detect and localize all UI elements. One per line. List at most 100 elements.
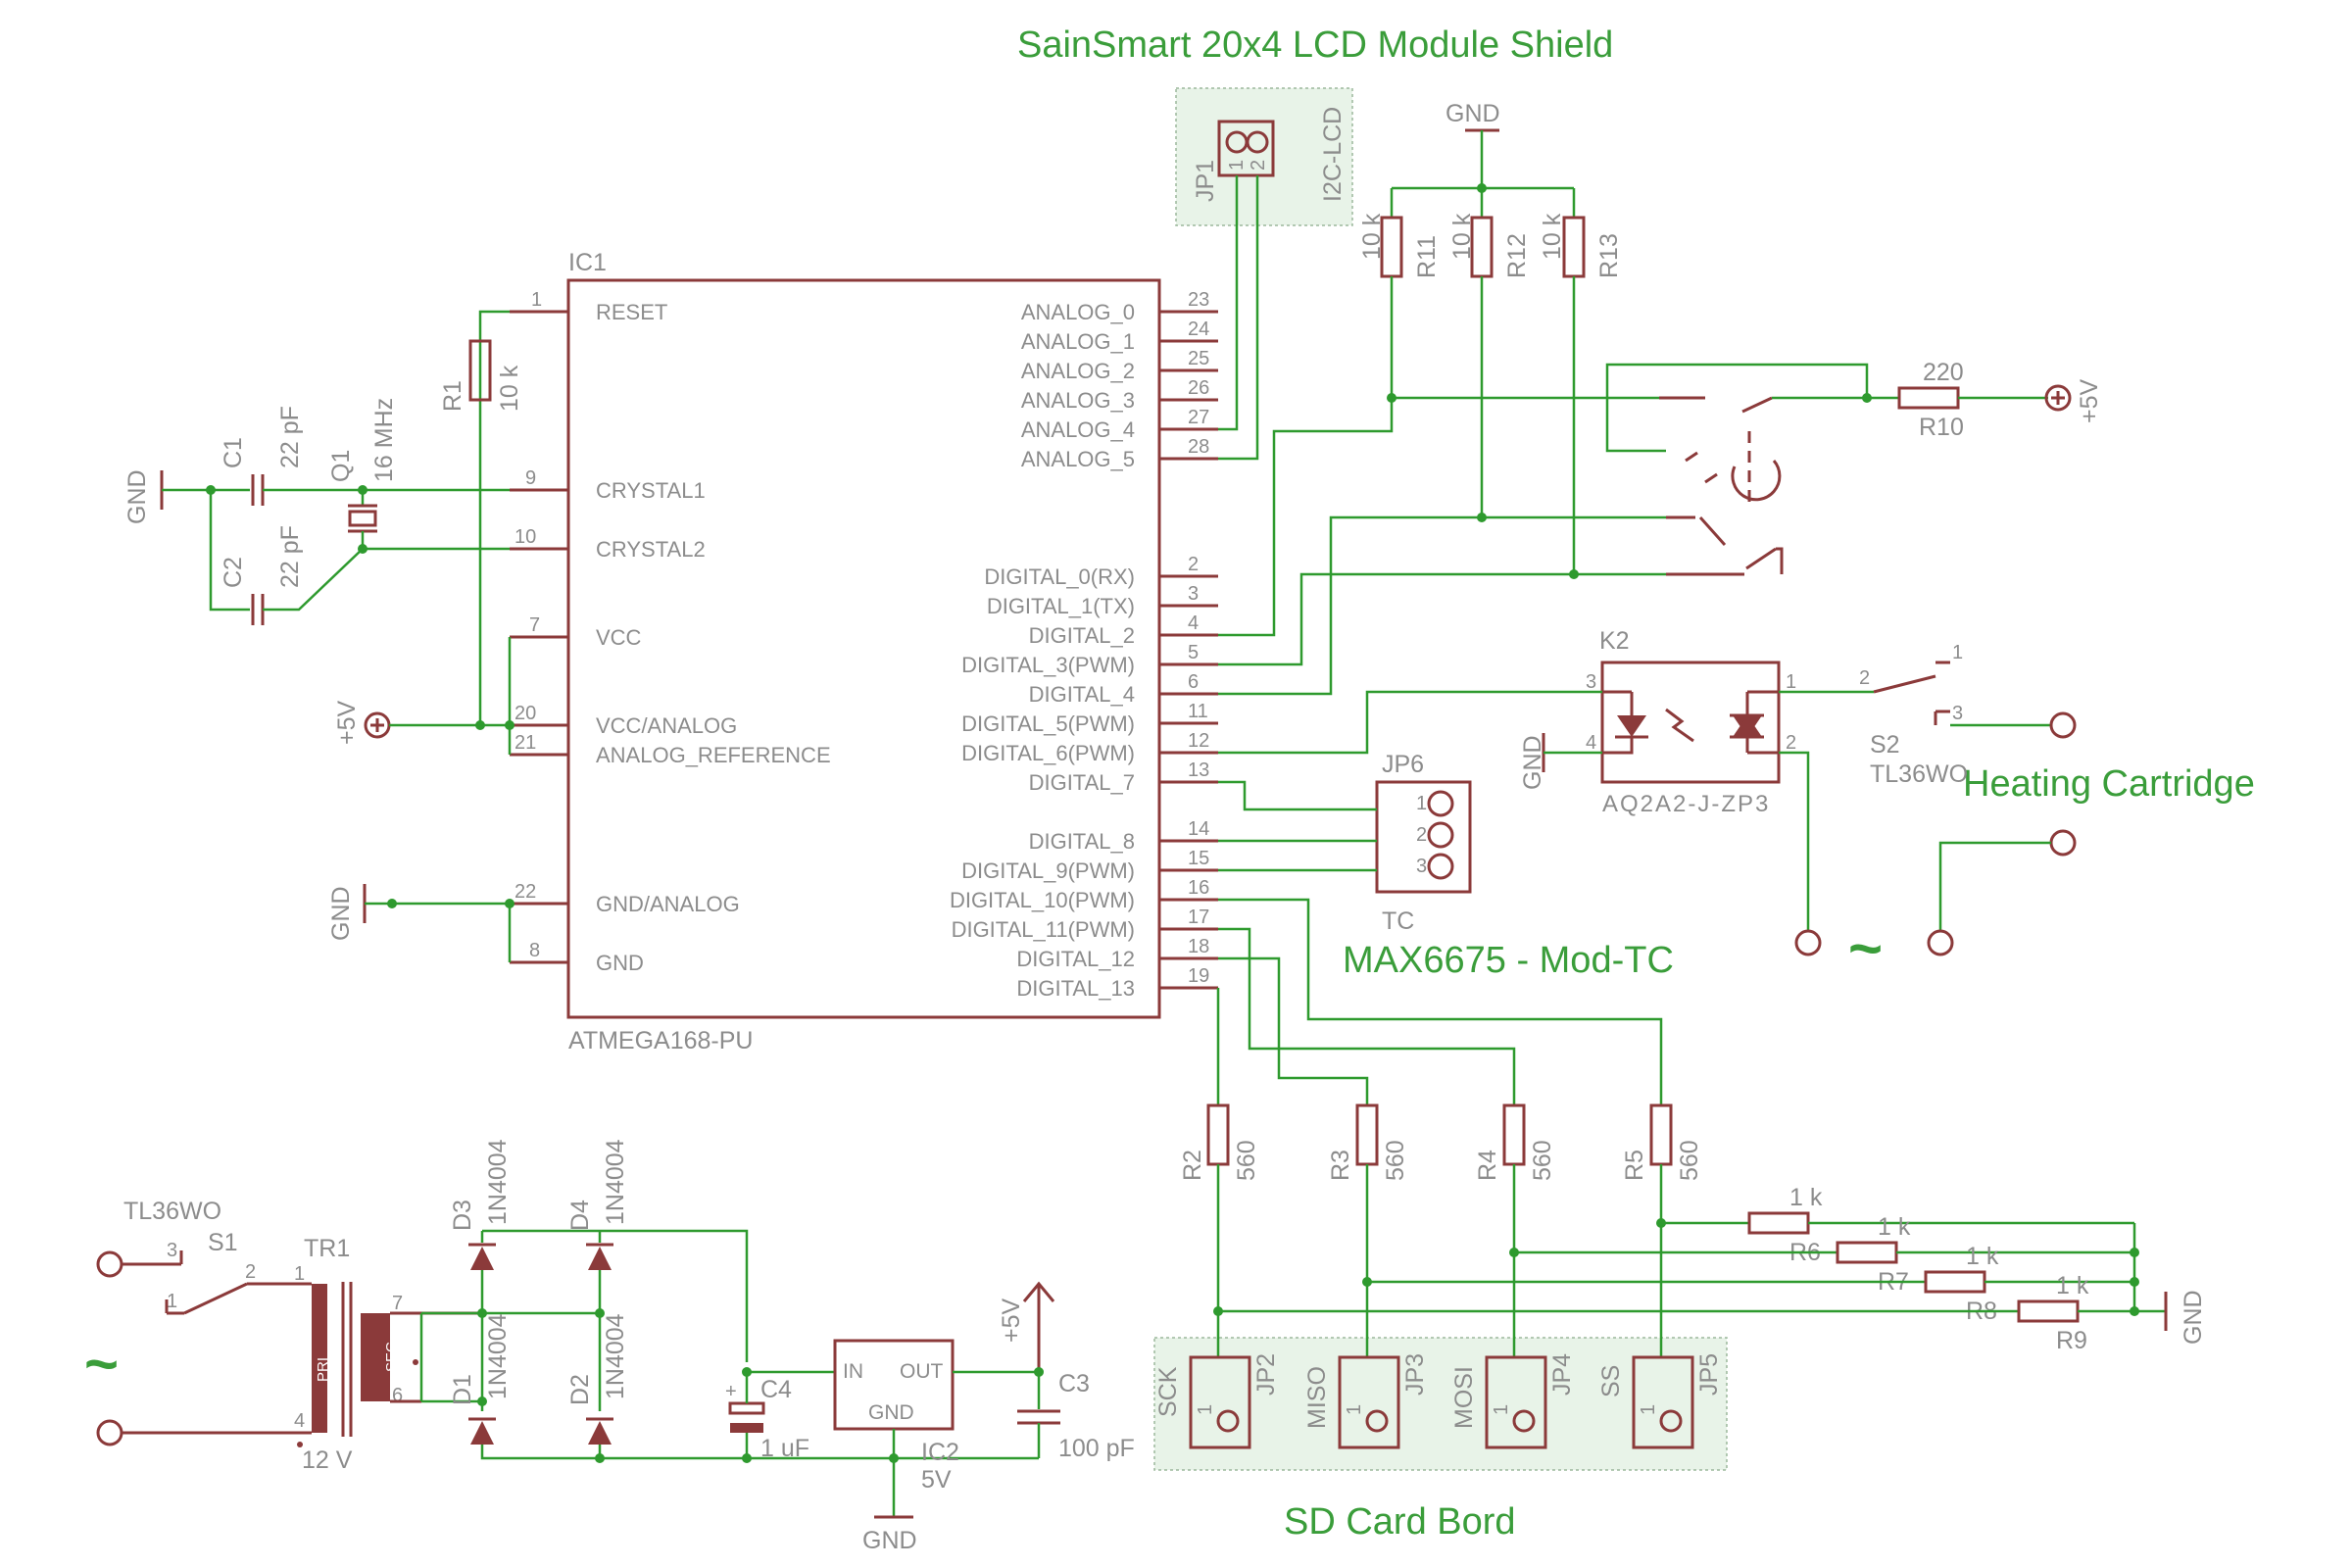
svg-text:10 k: 10 k: [1358, 213, 1386, 260]
reset-circuit: R1 10 k: [439, 310, 523, 725]
svg-text:1 uF: 1 uF: [760, 1435, 809, 1462]
svg-text:7: 7: [529, 614, 540, 636]
svg-text:23: 23: [1188, 289, 1209, 311]
svg-text:10 k: 10 k: [1539, 213, 1566, 260]
svg-text:R2: R2: [1179, 1150, 1206, 1181]
bridge-rectifier: D3 1N4004 D4 1N4004 D1 1N4004 D2 1N4004: [421, 1139, 1039, 1463]
svg-text:1: 1: [1226, 160, 1248, 171]
svg-text:DIGITAL_3(PWM): DIGITAL_3(PWM): [961, 653, 1135, 677]
svg-text:DIGITAL_5(PWM): DIGITAL_5(PWM): [961, 711, 1135, 736]
rotary-encoder: [1605, 363, 1872, 576]
svg-text:JP1: JP1: [1192, 160, 1219, 202]
svg-text:1 k: 1 k: [1878, 1213, 1911, 1241]
svg-text:4: 4: [1188, 612, 1199, 634]
ic1-pin: 27 ANALOG_4: [1021, 407, 1218, 442]
svg-text:R11: R11: [1413, 235, 1441, 278]
svg-text:MOSI: MOSI: [1450, 1366, 1478, 1429]
svg-text:ANALOG_4: ANALOG_4: [1021, 417, 1135, 442]
svg-text:16 MHz: 16 MHz: [370, 398, 398, 482]
svg-text:TL36WO: TL36WO: [1870, 760, 1968, 788]
svg-text:TL36WO: TL36WO: [123, 1198, 221, 1225]
jp5-ss: 1 SS JP5: [1597, 1353, 1723, 1449]
svg-text:8: 8: [529, 940, 540, 961]
svg-text:S1: S1: [208, 1229, 238, 1256]
svg-text:OUT: OUT: [900, 1360, 944, 1383]
svg-text:1: 1: [167, 1291, 177, 1312]
svg-text:27: 27: [1188, 407, 1209, 428]
transformer-tr1: TR1 1 4 7 6 PRI SEC 12 V: [294, 1235, 482, 1474]
svg-text:SCK: SCK: [1154, 1366, 1182, 1417]
svg-text:10 k: 10 k: [496, 365, 523, 412]
svg-text:GND/ANALOG: GND/ANALOG: [596, 892, 740, 916]
ic1-left-pins: 1 RESET 9 CRYSTAL1 10 CRYSTAL2 7 VCC 20 …: [510, 289, 831, 975]
sd-pulldown-resistors: 1 k R6 1 k R7 1 k R8 1 k R9 GND: [1213, 1184, 2207, 1354]
svg-text:S2: S2: [1870, 731, 1900, 759]
svg-text:GND: GND: [1519, 735, 1546, 790]
svg-text:1: 1: [1491, 1404, 1512, 1415]
svg-text:3: 3: [1416, 856, 1427, 877]
svg-text:26: 26: [1188, 377, 1209, 399]
svg-text:CRYSTAL2: CRYSTAL2: [596, 537, 706, 562]
svg-text:4: 4: [1586, 732, 1596, 754]
svg-text:1: 1: [1344, 1404, 1365, 1415]
svg-text:ANALOG_REFERENCE: ANALOG_REFERENCE: [596, 743, 831, 767]
svg-text:19: 19: [1188, 965, 1209, 987]
ic1-pin: 22 GND/ANALOG: [510, 881, 740, 916]
svg-text:D2: D2: [566, 1374, 594, 1405]
svg-text:TC: TC: [1382, 907, 1414, 935]
svg-text:560: 560: [1233, 1140, 1260, 1181]
svg-text:K2: K2: [1599, 627, 1630, 655]
regulator-circuit: + C4 1 uF IN OUT GND IC2 5V GND +5V C3 1…: [725, 1281, 1135, 1554]
svg-text:C4: C4: [760, 1376, 792, 1403]
svg-text:+5V: +5V: [998, 1298, 1025, 1343]
svg-text:R5: R5: [1621, 1150, 1648, 1181]
svg-text:100 pF: 100 pF: [1058, 1435, 1135, 1462]
svg-text:22 pF: 22 pF: [276, 525, 304, 588]
k2-solid-state-relay: K2 3 4 1 2 AQ2A2-J-ZP3 GND: [1218, 627, 1874, 931]
svg-text:1 k: 1 k: [1789, 1184, 1823, 1211]
svg-text:4: 4: [294, 1410, 305, 1432]
svg-text:16: 16: [1188, 877, 1209, 899]
svg-text:ANALOG_5: ANALOG_5: [1021, 447, 1135, 471]
svg-text:15: 15: [1188, 848, 1209, 869]
svg-text:28: 28: [1188, 436, 1209, 458]
svg-text:MISO: MISO: [1303, 1366, 1331, 1429]
svg-text:PRI: PRI: [315, 1357, 331, 1382]
ic1-pin: 9 CRYSTAL1: [510, 467, 706, 503]
ic1-pin: 1 RESET: [510, 289, 667, 324]
svg-text:DIGITAL_8: DIGITAL_8: [1029, 829, 1135, 854]
svg-text:3: 3: [167, 1240, 177, 1261]
svg-text:TR1: TR1: [304, 1235, 350, 1262]
ic1-ref: IC1: [568, 249, 607, 276]
svg-text:DIGITAL_10(PWM): DIGITAL_10(PWM): [950, 888, 1135, 912]
svg-text:22: 22: [514, 881, 536, 903]
svg-text:1: 1: [1786, 671, 1796, 693]
ic1-pin: 8 GND: [510, 940, 644, 975]
jp1-lcd-connector: 1 2 JP1 I2C-LCD: [1192, 107, 1347, 461]
svg-text:1: 1: [531, 289, 542, 311]
svg-text:VCC/ANALOG: VCC/ANALOG: [596, 713, 737, 738]
svg-text:13: 13: [1188, 760, 1209, 781]
svg-text:R4: R4: [1474, 1150, 1501, 1181]
svg-text:DIGITAL_12: DIGITAL_12: [1016, 947, 1135, 971]
ic1-pin: 20 VCC/ANALOG: [510, 703, 737, 738]
ic1-pin: 10 CRYSTAL2: [510, 526, 706, 562]
svg-text:DIGITAL_4: DIGITAL_4: [1029, 682, 1135, 707]
r10-resistor: 220 R10 +5V: [1867, 359, 2103, 441]
svg-text:GND: GND: [327, 886, 355, 941]
svg-text:2: 2: [1248, 160, 1269, 171]
svg-text:SEC: SEC: [383, 1342, 400, 1372]
power-5v-input: +5V: [333, 637, 514, 755]
svg-text:R3: R3: [1327, 1150, 1354, 1181]
svg-text:D1: D1: [449, 1374, 476, 1405]
svg-text:DIGITAL_7: DIGITAL_7: [1029, 770, 1135, 795]
svg-text:R1: R1: [439, 380, 466, 412]
ic1-pin: 13 DIGITAL_7: [1029, 760, 1218, 795]
svg-text:22 pF: 22 pF: [276, 406, 304, 468]
svg-text:DIGITAL_1(TX): DIGITAL_1(TX): [987, 594, 1135, 618]
